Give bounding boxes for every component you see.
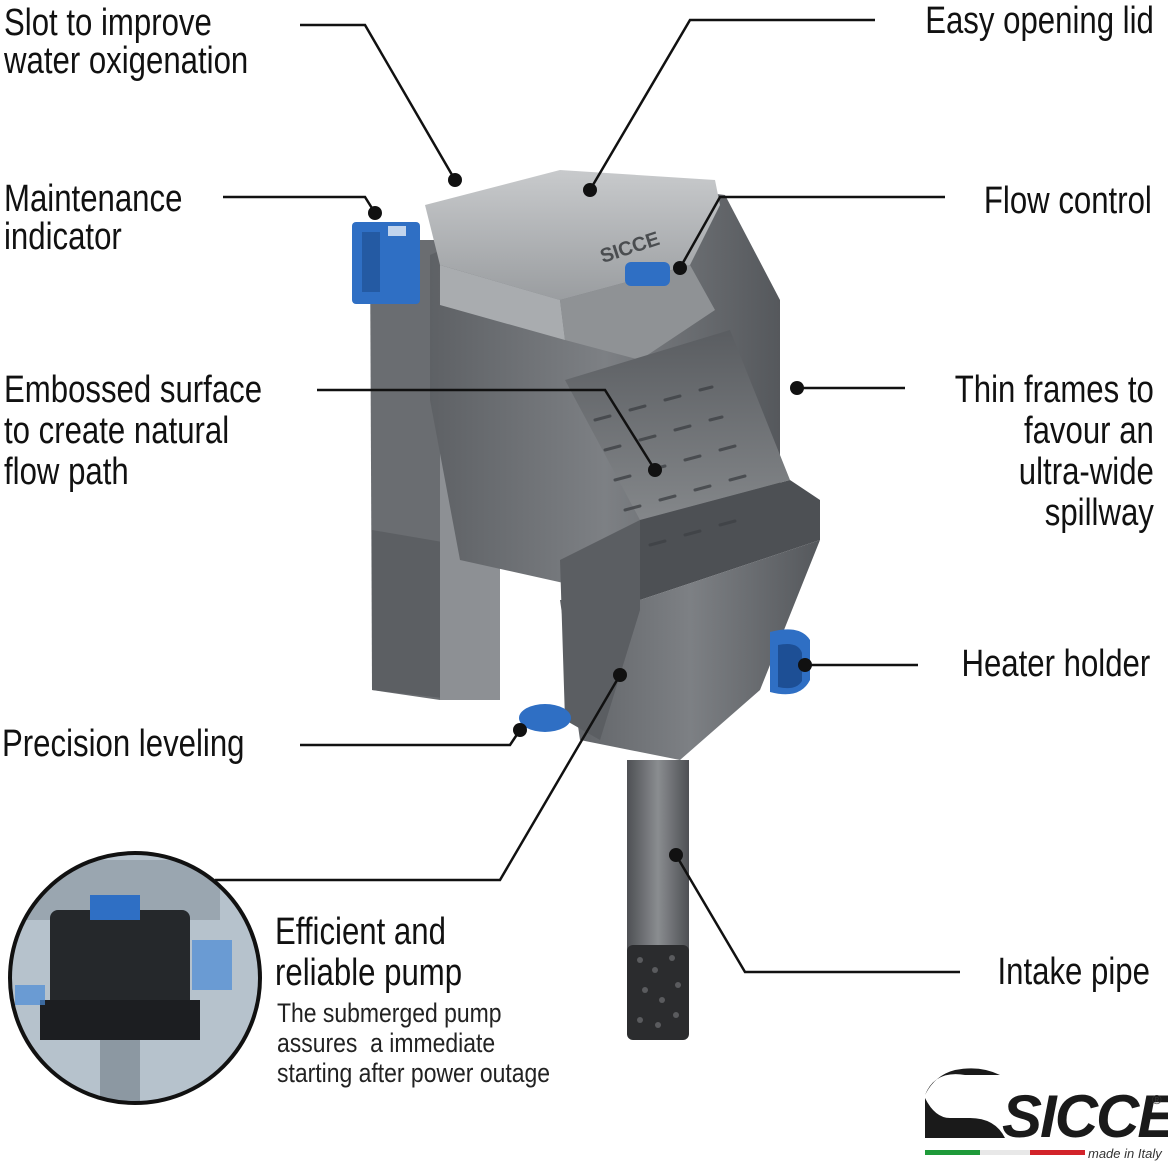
label-pump-title: Efficient and reliable pump <box>275 911 463 994</box>
sicce-logo-mark <box>925 1068 1085 1155</box>
flow-control-knob <box>625 262 670 286</box>
pump-inset <box>8 851 262 1105</box>
label-leveling: Precision leveling <box>2 723 245 765</box>
brand-logo: SICCE <box>1002 1083 1168 1150</box>
made-in-italy: made in Italy <box>1088 1146 1162 1161</box>
label-slot: Slot to improve water oxigenation <box>4 2 249 82</box>
label-flow-control: Flow control <box>984 180 1152 222</box>
label-maintenance: Maintenance indicator <box>4 178 183 258</box>
label-pump-desc: The submerged pump assures a immediate s… <box>277 998 551 1088</box>
label-thin-frames: Thin frames to favour an ultra-wide spil… <box>954 369 1154 534</box>
leader-lines <box>215 18 960 974</box>
heater-holder-part <box>770 629 810 695</box>
label-embossed: Embossed surface to create natural flow … <box>4 369 263 493</box>
label-lid: Easy opening lid <box>925 0 1154 42</box>
leader-dots <box>368 173 812 862</box>
label-intake: Intake pipe <box>997 951 1150 993</box>
label-heater: Heater holder <box>961 643 1150 685</box>
intake-pipe-part <box>627 760 689 1040</box>
maintenance-indicator-part <box>352 222 420 304</box>
registered-mark: ® <box>1152 1092 1162 1107</box>
leveling-part <box>519 704 571 732</box>
